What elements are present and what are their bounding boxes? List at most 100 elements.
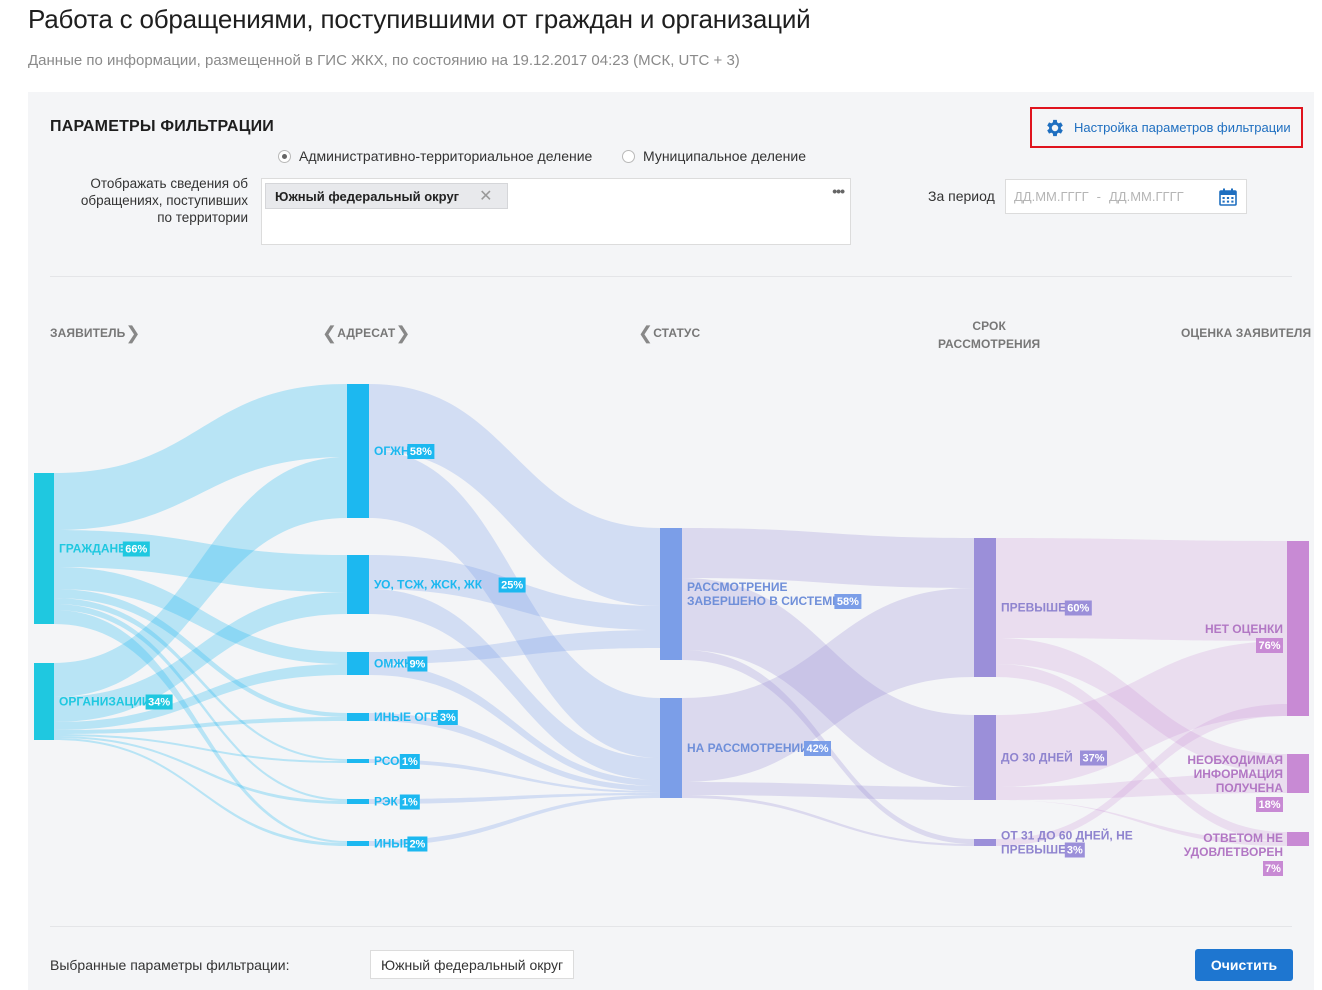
sankey-link[interactable] — [369, 793, 660, 804]
period-from-placeholder[interactable]: ДД.ММ.ГГГГ — [1014, 189, 1089, 204]
sankey-node-label: ДО 30 ДНЕЙ — [1001, 750, 1073, 765]
sankey-node-label: ПОЛУЧЕНА — [1216, 781, 1284, 795]
sankey-link[interactable] — [54, 384, 347, 530]
sankey-link[interactable] — [369, 664, 660, 786]
filter-settings-link[interactable]: Настройка параметров фильтрации — [1030, 107, 1303, 148]
sankey-link[interactable] — [54, 567, 347, 664]
sankey-link[interactable] — [996, 638, 1287, 773]
sankey-node[interactable] — [660, 698, 682, 798]
column-term[interactable]: СРОК РАССМОТРЕНИЯ — [938, 317, 1040, 353]
sankey-link[interactable] — [996, 773, 1287, 800]
sankey-node[interactable] — [974, 538, 996, 677]
sankey-node[interactable] — [347, 799, 369, 804]
percent-badge-label: 42% — [806, 743, 828, 755]
sankey-node[interactable] — [1287, 832, 1309, 846]
sankey-node[interactable] — [347, 384, 369, 518]
percent-badge — [1256, 638, 1283, 653]
percent-badge-label: 66% — [125, 544, 147, 556]
column-term-label-1: СРОК — [972, 319, 1006, 333]
percent-badge-label: 76% — [1258, 640, 1280, 652]
sankey-link[interactable] — [54, 738, 347, 846]
sankey-node[interactable] — [347, 841, 369, 846]
sankey-node[interactable] — [1287, 541, 1309, 716]
sankey-link[interactable] — [369, 795, 660, 846]
sankey-node[interactable] — [347, 652, 369, 675]
sankey-link[interactable] — [54, 610, 347, 843]
calendar-icon[interactable] — [1219, 188, 1237, 206]
sankey-node-label: ИНЫЕ ОГВ — [374, 710, 440, 724]
column-addressee[interactable]: ❮ АДРЕСАТ ❯ — [322, 323, 411, 343]
sankey-link[interactable] — [682, 588, 974, 782]
sankey-node[interactable] — [347, 759, 369, 763]
territory-tag: Южный федеральный округ ✕ — [265, 183, 508, 209]
percent-badge-label: 37% — [1082, 753, 1104, 765]
sankey-links — [54, 384, 1287, 846]
sankey-link[interactable] — [682, 795, 974, 846]
chevron-right-icon[interactable]: ❯ — [125, 323, 141, 343]
divider — [50, 276, 1292, 277]
sankey-link[interactable] — [54, 589, 347, 717]
sankey-node[interactable] — [347, 555, 369, 614]
sankey-node-label: НА РАССМОТРЕНИИ — [687, 741, 809, 755]
sankey-link[interactable] — [369, 450, 660, 758]
territory-select[interactable]: Южный федеральный округ ✕ ••• — [261, 178, 851, 245]
sankey-link[interactable] — [54, 598, 347, 761]
sankey-link[interactable] — [682, 578, 974, 787]
sankey-node-label: НЕТ ОЦЕНКИ — [1205, 622, 1283, 636]
radio-admin-division[interactable]: Административно-территориальное деление — [278, 148, 592, 164]
column-applicant[interactable]: ЗАЯВИТЕЛЬ ❯ — [50, 323, 141, 343]
more-icon[interactable]: ••• — [832, 183, 845, 199]
sankey-link[interactable] — [996, 800, 1287, 846]
sankey-node[interactable] — [34, 473, 54, 624]
sankey-link[interactable] — [996, 641, 1287, 787]
sankey-link[interactable] — [369, 759, 660, 793]
sankey-link[interactable] — [369, 713, 660, 791]
sankey-node[interactable] — [974, 839, 996, 846]
column-rating[interactable]: ОЦЕНКА ЗАЯВИТЕЛЯ — [1181, 326, 1311, 340]
percent-badge — [1256, 797, 1283, 812]
sankey-node-label: РАССМОТРЕНИЕ — [687, 580, 787, 594]
percent-badge — [498, 577, 526, 593]
sankey-link[interactable] — [369, 630, 660, 664]
column-status[interactable]: ❮ СТАТУС — [638, 323, 701, 343]
chevron-right-icon[interactable]: ❯ — [395, 323, 411, 343]
territory-tag-label: Южный федеральный округ — [275, 188, 460, 204]
sankey-node-label: РЭК — [374, 795, 399, 809]
percent-badge-label: 58% — [410, 446, 432, 458]
sankey-node-label: ГРАЖДАНЕ — [59, 542, 126, 556]
sankey-link[interactable] — [54, 736, 347, 804]
percent-badge — [1064, 842, 1085, 858]
sankey-link[interactable] — [54, 664, 347, 730]
sankey-link[interactable] — [369, 589, 660, 780]
sankey-link[interactable] — [996, 704, 1287, 846]
chevron-left-icon[interactable]: ❮ — [322, 323, 338, 343]
clear-button[interactable]: Очистить — [1195, 949, 1293, 981]
sankey-link[interactable] — [682, 782, 974, 800]
sankey-node[interactable] — [347, 713, 369, 721]
sankey-nodes — [34, 384, 1309, 846]
sankey-link[interactable] — [54, 734, 347, 763]
period-range-input[interactable]: ДД.ММ.ГГГГ - ДД.ММ.ГГГГ — [1005, 179, 1247, 214]
chevron-left-icon[interactable]: ❮ — [638, 323, 654, 343]
sankey-node[interactable] — [1287, 754, 1309, 793]
radio-button-unchecked[interactable] — [622, 149, 635, 163]
sankey-node[interactable] — [974, 715, 996, 800]
sankey-link[interactable] — [54, 604, 347, 801]
percent-badge — [1080, 750, 1107, 766]
sankey-link[interactable] — [54, 457, 347, 697]
sankey-node-label: ПРЕВЫШЕН — [1001, 843, 1075, 857]
sankey-node[interactable] — [660, 528, 682, 660]
sankey-link[interactable] — [369, 384, 660, 606]
sankey-link[interactable] — [54, 592, 347, 722]
column-status-label: СТАТУС — [653, 326, 701, 340]
sankey-node-label: РСО — [374, 754, 399, 768]
divider — [50, 926, 1292, 927]
period-to-placeholder[interactable]: ДД.ММ.ГГГГ — [1109, 189, 1184, 204]
sankey-link[interactable] — [54, 717, 347, 734]
sankey-link[interactable] — [682, 528, 974, 588]
sankey-node[interactable] — [34, 663, 54, 740]
radio-municipal-division[interactable]: Муниципальное деление — [622, 148, 806, 164]
sankey-link[interactable] — [996, 664, 1287, 841]
radio-button-checked[interactable] — [278, 149, 291, 163]
remove-tag-icon[interactable]: ✕ — [479, 188, 493, 205]
